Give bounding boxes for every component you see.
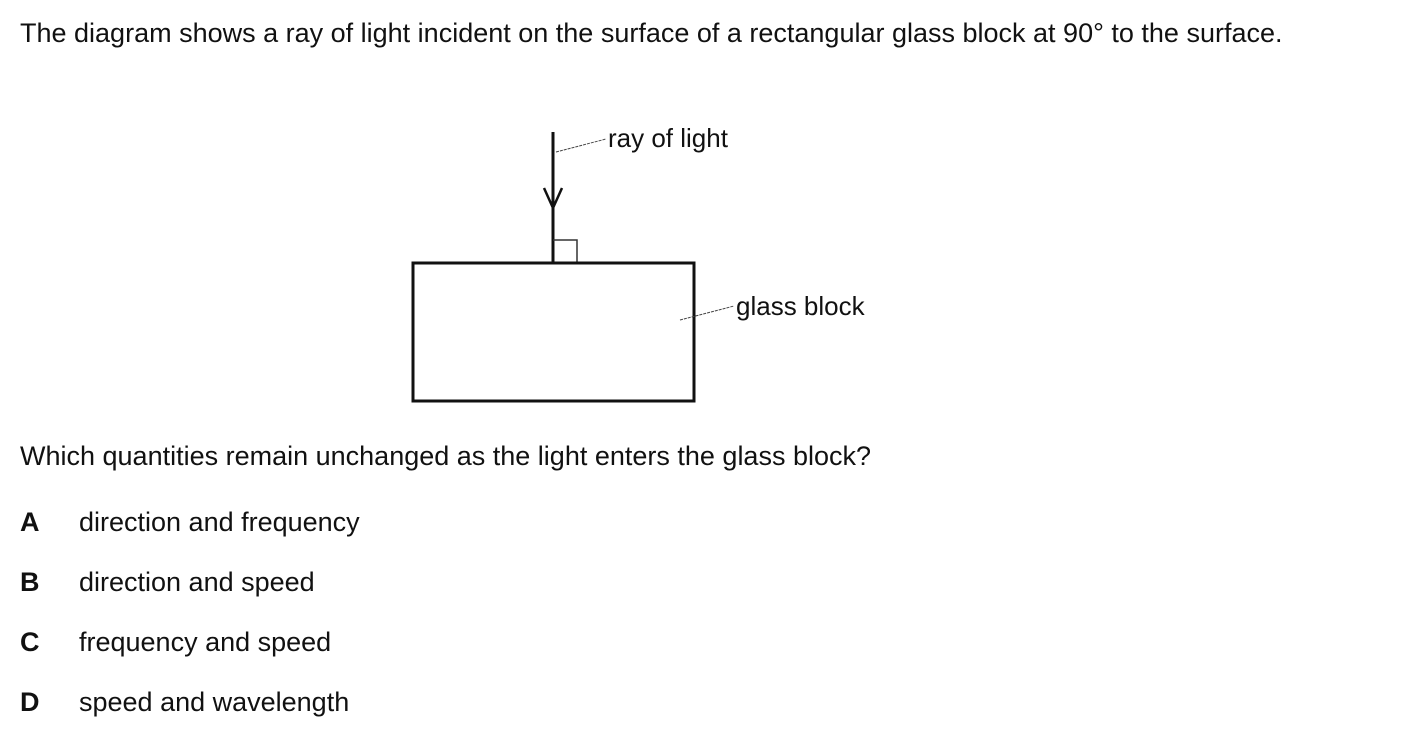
block-leader-line — [679, 305, 735, 321]
question-intro: The diagram shows a ray of light inciden… — [20, 18, 1283, 48]
option-text: speed and wavelength — [79, 687, 350, 717]
question-text: Which quantities remain unchanged as the… — [20, 441, 872, 471]
option-letter: B — [20, 567, 40, 597]
option-letter: C — [20, 627, 40, 657]
ray-leader-line — [555, 138, 607, 153]
glass-block-label: glass block — [736, 291, 865, 321]
right-angle-marker — [553, 239, 578, 263]
ray-arrowhead — [542, 187, 564, 212]
ray-of-light-label: ray of light — [608, 123, 728, 153]
option-letter: A — [20, 507, 40, 537]
option-text: frequency and speed — [79, 627, 332, 657]
option-text: direction and speed — [79, 567, 315, 597]
option-text: direction and frequency — [79, 507, 360, 537]
option-letter: D — [20, 687, 40, 717]
glass-block — [411, 261, 696, 403]
